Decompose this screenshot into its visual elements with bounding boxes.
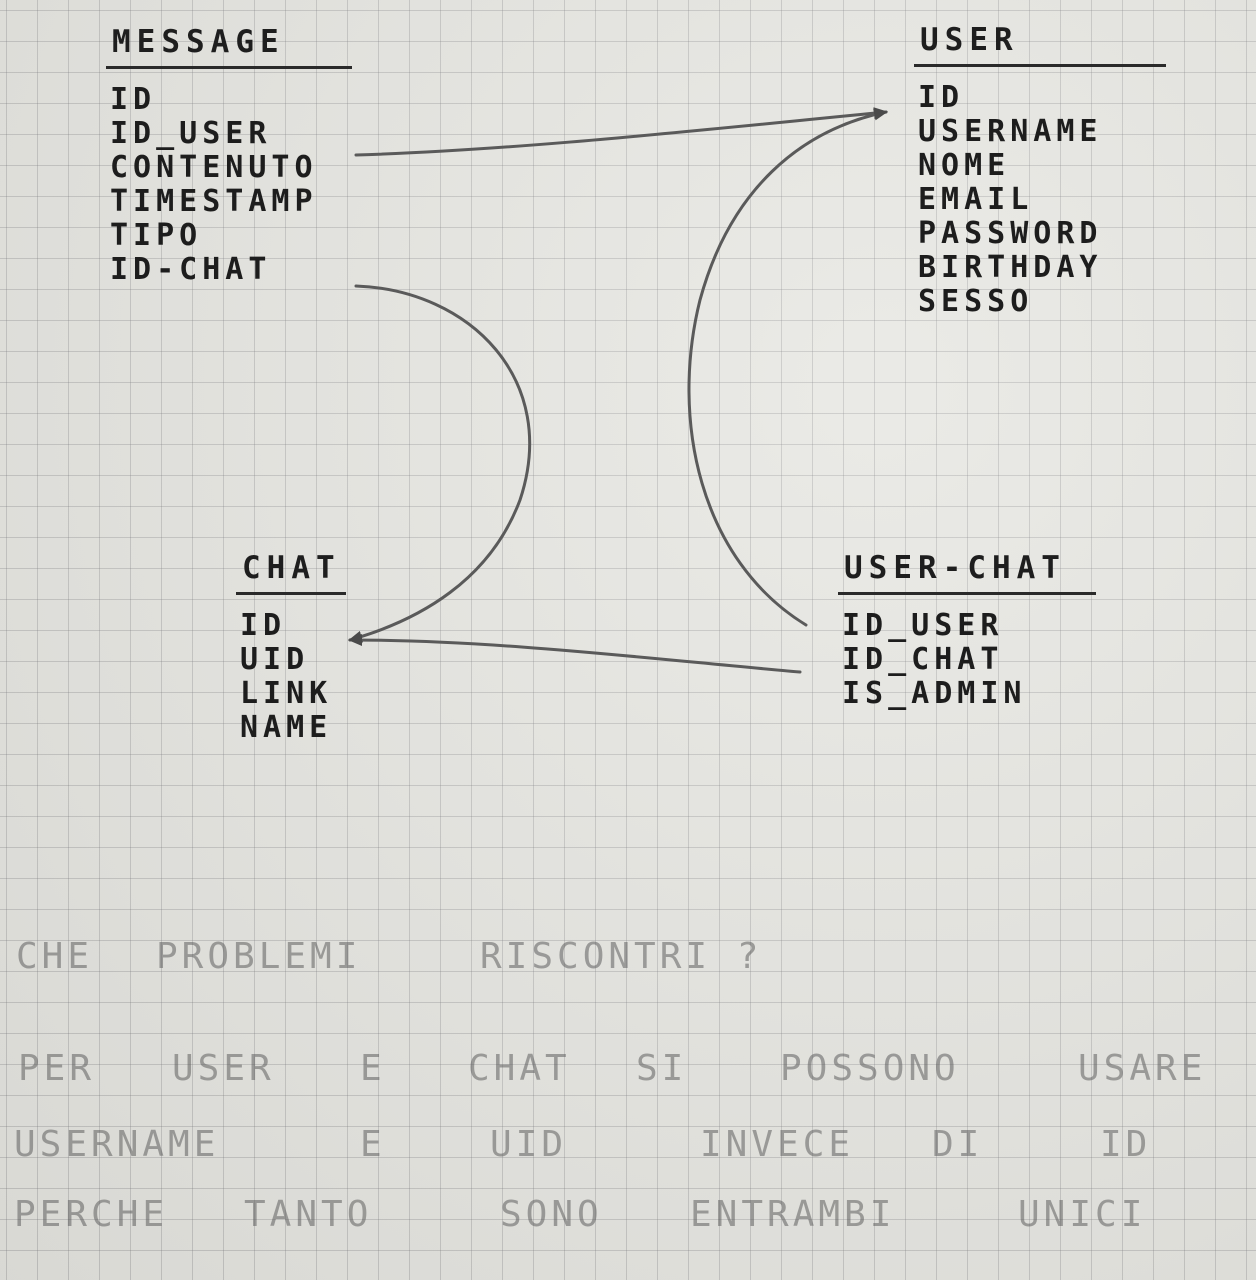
entity-user-title: USER [914,20,1166,67]
note-word: USERNAME [14,1124,220,1165]
message-field-contenuto: CONTENUTO [110,150,318,185]
note-word: SONO [500,1194,603,1235]
note-word: SI [636,1048,688,1089]
entity-user: USER ID USERNAME NOME EMAIL PASSWORD BIR… [914,20,1166,319]
user-chat-field-id-user: ID_USER [842,608,1004,643]
entity-message: MESSAGE ID ID_USER CONTENUTO TIMESTAMP T… [106,22,352,287]
entity-message-title: MESSAGE [106,22,352,69]
note-word: ID [1100,1124,1152,1165]
entity-user-fields: ID USERNAME NOME EMAIL PASSWORD BIRTHDAY… [914,81,1166,319]
user-field-username: USERNAME [918,114,1103,149]
note-word: CHAT [468,1048,571,1089]
user-field-email: EMAIL [918,182,1034,217]
chat-field-name: NAME [240,710,333,745]
arrow-userchat-user [687,108,888,627]
note-word: INVECE [700,1124,855,1165]
arrow-message-chat [348,284,532,643]
note-word: PER [18,1048,96,1089]
message-field-tipo: TIPO [110,218,203,253]
user-chat-field-id-chat: ID_CHAT [842,642,1004,677]
message-field-id-chat: ID-CHAT [110,252,272,287]
entity-message-fields: ID ID_USER CONTENUTO TIMESTAMP TIPO ID-C… [106,83,352,287]
message-field-id: ID [110,82,157,117]
chat-field-uid: UID [240,642,310,677]
entity-chat-title: CHAT [236,548,346,595]
entity-user-chat-fields: ID_USER ID_CHAT IS_ADMIN [838,609,1096,711]
user-field-nome: NOME [918,148,1011,183]
user-field-birthday: BIRTHDAY [918,250,1103,285]
entity-user-chat: USER-CHAT ID_USER ID_CHAT IS_ADMIN [838,548,1096,711]
chat-field-link: LINK [240,676,333,711]
entity-chat: CHAT ID UID LINK NAME [236,548,346,745]
note-question-word: RISCONTRI ? [480,936,763,977]
user-chat-field-is-admin: IS_ADMIN [842,676,1027,711]
user-field-password: PASSWORD [918,216,1103,251]
note-word: UNICI [1018,1194,1147,1235]
note-question-word: PROBLEMI [156,936,362,977]
note-word: POSSONO [780,1048,960,1089]
message-field-timestamp: TIMESTAMP [110,184,318,219]
note-question-word: CHE [16,936,94,977]
entity-chat-fields: ID UID LINK NAME [236,609,346,745]
note-word: UID [490,1124,568,1165]
note-word: PERCHE [14,1194,169,1235]
note-word: E [360,1124,386,1165]
chat-field-id: ID [240,608,287,643]
entity-user-chat-title: USER-CHAT [838,548,1096,595]
user-field-id: ID [918,80,965,115]
note-word: ENTRAMBI [690,1194,896,1235]
note-word: DI [932,1124,984,1165]
message-field-id-user: ID_USER [110,116,272,151]
note-word: TANTO [244,1194,373,1235]
arrow-userchat-chat [348,634,802,674]
note-word: USARE [1078,1048,1207,1089]
user-field-sesso: SESSO [918,284,1034,319]
note-word: E [360,1048,386,1089]
note-word: USER [172,1048,275,1089]
arrow-message-user [354,107,888,157]
